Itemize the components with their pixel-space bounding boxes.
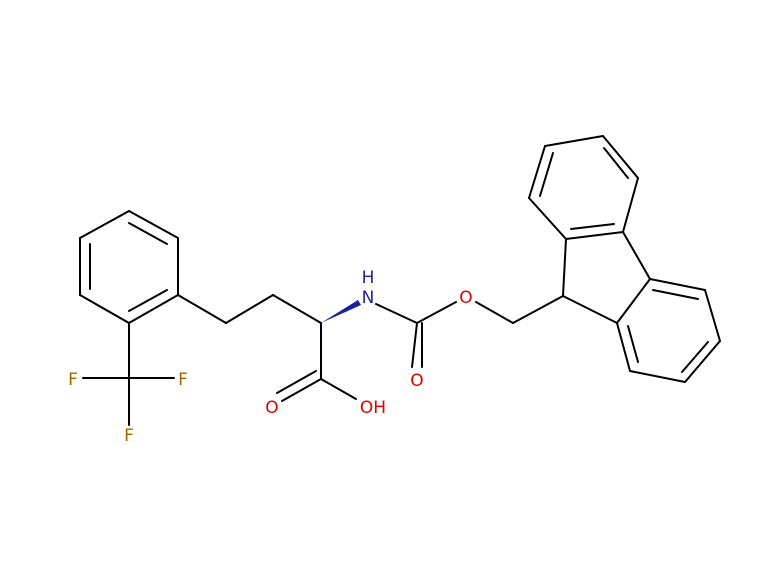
- alkyl-chain: [177, 294, 322, 324]
- cf3-group: [82, 322, 175, 426]
- fluorene-lower-ring: [616, 278, 721, 383]
- fluorene-upper-ring: [528, 135, 639, 240]
- atom-label-carbonyl-oxygen: O: [410, 371, 423, 391]
- atom-labels: H N O O O OH F F F: [68, 268, 473, 446]
- atom-label-hydroxyl: OH: [360, 398, 386, 418]
- left-phenyl-ring: [79, 210, 179, 324]
- atom-label-fluorine-left: F: [68, 370, 78, 390]
- atom-label-nitrogen: N: [362, 288, 375, 308]
- carboxyl-group: [276, 322, 357, 402]
- stereo-wedge-bond: [321, 300, 361, 323]
- atom-label-carbamate-ester-oxygen: O: [459, 288, 472, 308]
- atom-label-fluorine-bottom: F: [124, 426, 134, 446]
- atom-label-acid-carbonyl-oxygen: O: [265, 398, 278, 418]
- atom-label-fluorine-right: F: [178, 370, 188, 390]
- carbamate-group: [375, 295, 564, 368]
- fluorene-five-ring: [562, 231, 651, 324]
- atom-label-nh-h: H: [362, 268, 375, 288]
